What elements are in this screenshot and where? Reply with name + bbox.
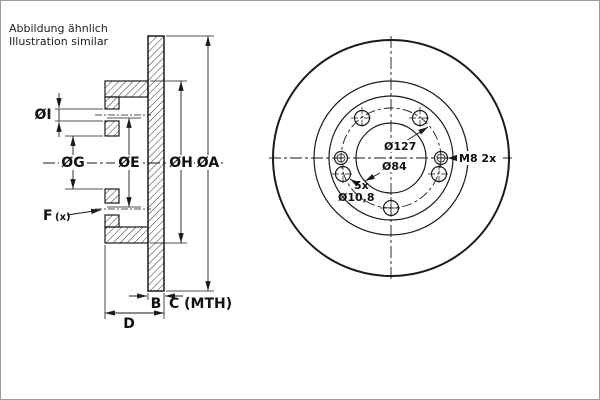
- section-view: ØI ØG ØE ØH: [34, 35, 232, 332]
- mounting-face-segment-4: [104, 214, 120, 228]
- dim-label-d: D: [123, 316, 135, 332]
- bolt-hole-diameter-label: Ø10,8: [338, 191, 375, 204]
- dimension-b-c-d: B C (MTH) D: [104, 245, 232, 332]
- dim-label-h: ØH: [169, 155, 193, 171]
- thread-holes-m8: [333, 150, 449, 166]
- dim-label-c: C (MTH): [169, 296, 232, 312]
- mounting-face-segment-1: [104, 96, 120, 110]
- center-bore-leader: [364, 172, 381, 182]
- dim-label-f-suffix: (x): [55, 212, 71, 223]
- dim-label-f: F: [43, 208, 53, 224]
- bolt-hole: [409, 107, 431, 129]
- bolt-hole-leader: [349, 178, 360, 187]
- dim-label-g: ØG: [61, 155, 84, 171]
- dim-label-b: B: [151, 296, 162, 312]
- friction-ring-section: [147, 35, 165, 292]
- bolt-hole: [351, 107, 373, 129]
- dimension-g: ØG: [59, 135, 103, 190]
- thread-leader-arrow: [448, 154, 458, 162]
- bolt-hole: [380, 197, 402, 219]
- note-line-2: Illustration similar: [9, 35, 109, 48]
- dimension-f: F (x): [43, 208, 102, 224]
- note-line-1: Abbildung ähnlich: [9, 22, 108, 35]
- bolt-hole-count-label: 5x: [354, 179, 369, 192]
- bolt-hole: [428, 163, 450, 185]
- thread-hole-m8: [433, 150, 449, 166]
- outer-diameter-circle: [272, 39, 510, 277]
- bolt-hole: [332, 163, 354, 185]
- hat-bottom-wall-section: [104, 226, 149, 244]
- dimension-h: ØH: [150, 80, 194, 244]
- dim-label-i: ØI: [34, 107, 51, 123]
- bolt-holes: [332, 107, 450, 219]
- mounting-face-segment-2: [104, 120, 120, 137]
- bolt-circle-label: Ø127: [384, 140, 416, 153]
- thread-hole-m8: [333, 150, 349, 166]
- center-bore-label: Ø84: [382, 160, 407, 173]
- similarity-note: Abbildung ähnlich Illustration similar: [9, 22, 109, 48]
- center-bore-circle: [355, 122, 427, 194]
- bolt-circle-leader: [405, 126, 429, 142]
- dimension-a: ØA: [166, 35, 221, 292]
- hat-top-wall-section: [104, 80, 149, 98]
- dimension-i: ØI: [34, 93, 103, 137]
- front-labels: Ø127 Ø84 M8 2x 5x Ø10,8: [338, 126, 503, 204]
- dimension-e: ØE: [107, 117, 143, 208]
- thread-label: M8 2x: [459, 152, 496, 165]
- dim-label-e: ØE: [118, 155, 139, 171]
- mounting-face-segment-3: [104, 188, 120, 204]
- dim-label-a: ØA: [197, 155, 220, 171]
- front-view: Ø127 Ø84 M8 2x 5x Ø10,8: [269, 36, 513, 280]
